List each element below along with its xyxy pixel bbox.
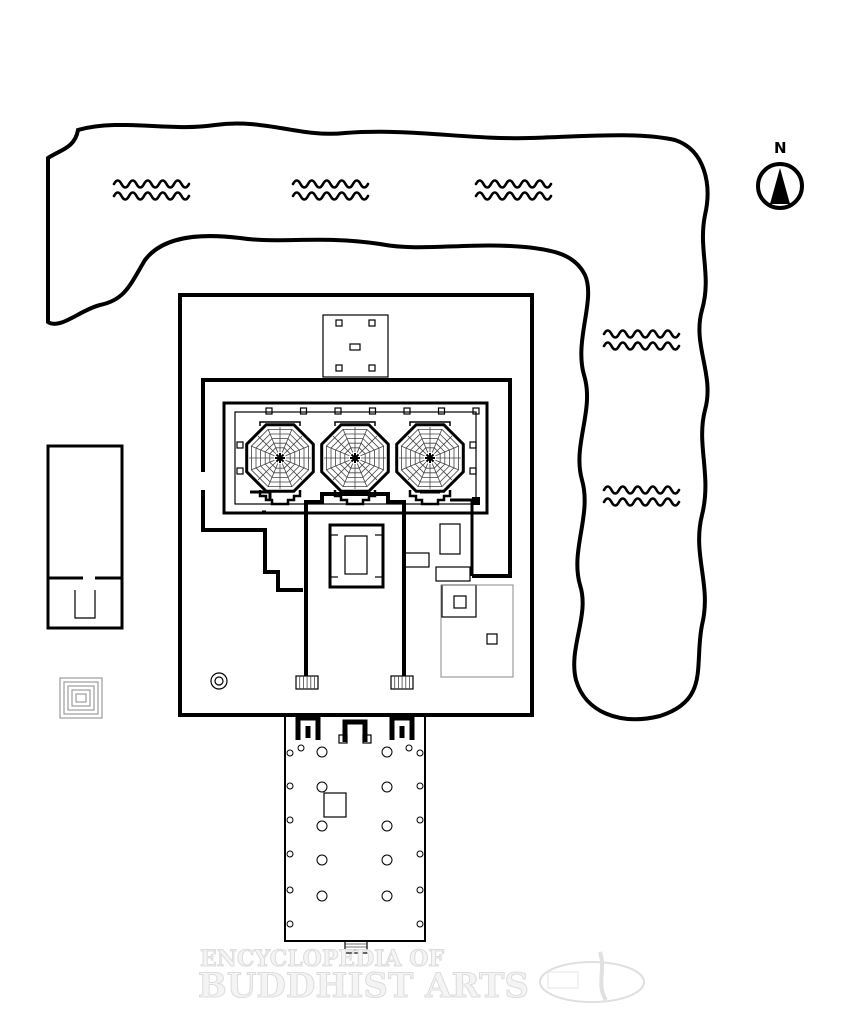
hall-column [381, 854, 393, 866]
watermark-logo-icon [539, 951, 645, 1003]
hall-column [405, 744, 413, 752]
wave-icon [474, 179, 553, 201]
hall-column [381, 746, 393, 758]
well-icon [210, 672, 228, 690]
inner-enclosure-wall [201, 378, 512, 592]
pillar-base [299, 407, 308, 415]
terrace-corner-block [472, 497, 480, 505]
wall-pilaster [286, 850, 294, 858]
hall-column [316, 746, 328, 758]
pillar-base [265, 407, 273, 415]
pillar-base [437, 407, 446, 415]
pillar-base [368, 407, 377, 415]
watermark-line2: BUDDHIST ARTS [198, 966, 529, 1006]
wall-pilaster [416, 920, 424, 928]
wall-pilaster [286, 816, 294, 824]
stupa-terrace [222, 401, 489, 515]
south-hall-shrine [323, 792, 347, 818]
hall-column [316, 781, 328, 793]
pillar-base [469, 441, 477, 449]
terrace-pillar-bases [236, 407, 480, 475]
wave-icon [602, 329, 681, 351]
south-hall [284, 714, 426, 942]
wave-icon [112, 179, 191, 201]
wall-pilaster [286, 886, 294, 894]
wall-pilaster [286, 920, 294, 928]
watermark-line1: ENCYCLOPEDIA OF [200, 946, 444, 972]
hall-column [381, 781, 393, 793]
sanctuary-chamber [328, 523, 385, 589]
north-pavilion [322, 314, 389, 378]
stupa-group [245, 421, 465, 506]
hall-column [381, 890, 393, 902]
wave-icon [602, 485, 681, 507]
pillar-base [334, 407, 342, 415]
hall-column [316, 890, 328, 902]
pillar-base [403, 407, 411, 415]
hall-column [297, 744, 305, 752]
wall-pilaster [416, 782, 424, 790]
water-symbol [112, 179, 681, 507]
watermark: ENCYCLOPEDIA OF BUDDHIST ARTS [198, 946, 645, 1007]
pillar-base [469, 467, 477, 475]
wall-pilaster [416, 886, 424, 894]
hall-column [381, 820, 393, 832]
sanctuary-wall [304, 492, 406, 676]
octagonal-stupa [245, 421, 315, 506]
pond-outline [46, 121, 710, 722]
wall-pilaster [416, 850, 424, 858]
wall-pilaster [286, 782, 294, 790]
pillar-base [472, 407, 480, 415]
wall-pilaster [416, 749, 424, 757]
stepped-platform [59, 677, 103, 719]
hall-column [316, 820, 328, 832]
wave-icon [291, 179, 370, 201]
octagonal-stupa [320, 421, 390, 506]
west-building [46, 444, 124, 630]
wall-pilaster [416, 816, 424, 824]
south-gate-steps [295, 675, 414, 690]
pillar-base [236, 467, 244, 475]
pillar-base [236, 441, 244, 449]
north-arrow-icon [756, 162, 804, 210]
east-annex [404, 523, 514, 678]
wall-pilaster [286, 749, 294, 757]
hall-column [316, 854, 328, 866]
south-hall-columns [286, 744, 424, 928]
hall-entrance-gates [295, 715, 415, 744]
sanctuary-altar [344, 535, 368, 575]
north-label: N [774, 139, 787, 157]
